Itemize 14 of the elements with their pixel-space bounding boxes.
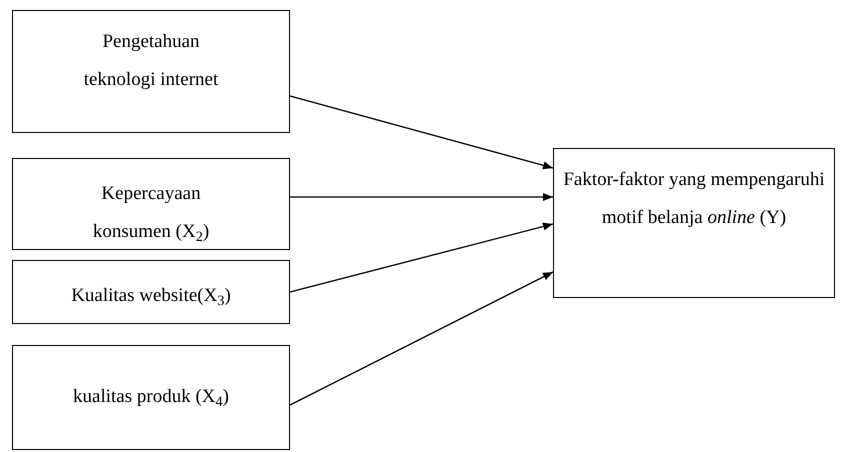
text-box <box>12 260 290 324</box>
box-label: kualitas produk (X$_{4}$) <box>72 385 230 412</box>
text-box <box>12 158 290 250</box>
text-box <box>12 345 290 450</box>
arrow <box>290 271 554 406</box>
arrow <box>290 222 554 293</box>
arrow <box>290 193 553 201</box>
text-box <box>12 10 290 133</box>
box-label: Kepercayaan konsumen (X$_{2}$) <box>92 182 210 247</box>
box-label: Pengetahuan teknologi internet <box>82 30 220 92</box>
text-box <box>553 148 835 298</box>
arrow <box>290 95 554 170</box>
box-label: Kualitas website(X$_{3}$) <box>70 284 232 311</box>
box-label: Faktor-faktor yang mempengaruhi motif belanja online (Y) <box>562 168 826 230</box>
